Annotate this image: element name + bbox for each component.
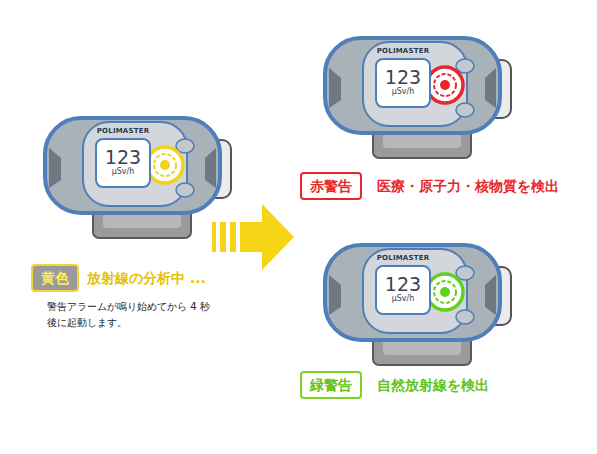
transition-arrow (212, 204, 294, 270)
dose-unit: µSv/h (377, 294, 429, 304)
device-illustration (325, 245, 511, 365)
dose-unit: µSv/h (377, 87, 429, 97)
alert-label: 緑警告 (310, 377, 352, 393)
red-indicator (427, 67, 463, 103)
display-screen: 123µSv/h (95, 138, 151, 188)
yellow-indicator (147, 147, 183, 183)
alert-label: 赤警告 (310, 178, 352, 194)
alert-label-box: 緑警告 (300, 371, 362, 399)
dosimeter-device: POLIMASTER 123µSv/h (325, 38, 500, 133)
device-illustration (45, 118, 231, 238)
alert-description: 医療・原子力・核物質を検出 (377, 177, 559, 195)
note-text: 警告アラームが鳴り始めてから 4 秒後に起動します。 (47, 299, 219, 331)
brand-name: POLIMASTER (95, 127, 151, 135)
alert-description: 自然放射線を検出 (377, 376, 489, 394)
green-indicator (427, 274, 463, 310)
dosimeter-device: POLIMASTER 123µSv/h (45, 118, 220, 213)
dose-value: 123 (97, 147, 149, 167)
dosimeter-device: POLIMASTER 123µSv/h (325, 245, 500, 340)
dose-value: 123 (377, 67, 429, 87)
dose-unit: µSv/h (97, 167, 149, 177)
alert-label: 黄色 (41, 270, 69, 286)
alert-label-box: 赤警告 (300, 172, 362, 200)
brand-name: POLIMASTER (375, 254, 431, 262)
device-illustration (325, 38, 511, 158)
display-screen: 123µSv/h (375, 265, 431, 315)
brand-name: POLIMASTER (375, 47, 431, 55)
display-screen: 123µSv/h (375, 58, 431, 108)
alert-label-box: 黄色 (31, 264, 79, 292)
dose-value: 123 (377, 274, 429, 294)
status-description: 放射線の分析中 ... (87, 269, 206, 287)
